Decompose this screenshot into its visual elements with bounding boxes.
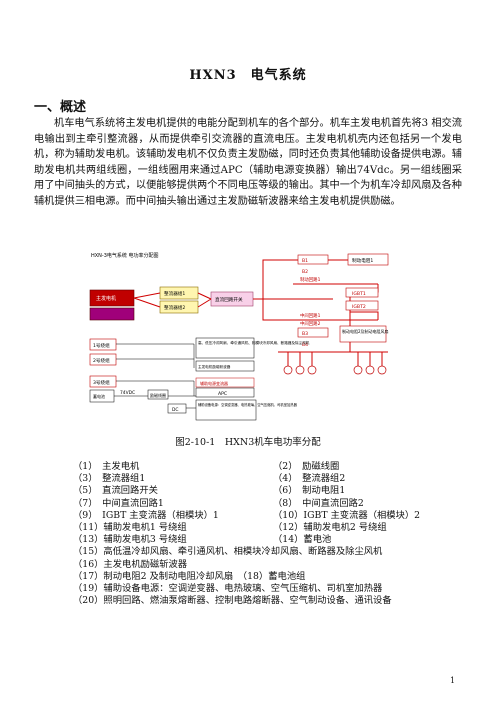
igbt2-box bbox=[345, 300, 379, 311]
list-item: （1） 主发电机（2） 励磁线圈 bbox=[73, 461, 340, 472]
rectifier1-label: 整流器组1 bbox=[164, 290, 185, 297]
aux-converter-label: 辅助电源变流器 bbox=[200, 380, 228, 386]
excite-label: 主发电机励磁斩波器 bbox=[198, 364, 231, 369]
coil3-label: 3号绕组 bbox=[93, 379, 110, 386]
dc-box bbox=[167, 403, 187, 414]
motor-m6 bbox=[377, 365, 387, 375]
section-heading: 一、概述 bbox=[34, 100, 87, 115]
coil3-box bbox=[89, 375, 117, 388]
field-coil-label: 励磁线圈 bbox=[150, 392, 166, 398]
excite-box bbox=[195, 360, 255, 372]
brake-resistor1-label: 制动电阻1 bbox=[352, 257, 373, 264]
aux-converter-box bbox=[195, 377, 255, 388]
figure-caption: 图2-10-1 HXN3机车电功率分配 bbox=[175, 437, 321, 448]
dc-bus2-label: 中间回路2 bbox=[300, 320, 321, 327]
coil2-box bbox=[89, 353, 117, 366]
motor-m4 bbox=[353, 365, 363, 375]
coil2-label: 2号绕组 bbox=[93, 357, 110, 364]
doc-title: HXN3 电气系统 bbox=[189, 68, 307, 83]
rectifier2-label: 整流器组2 bbox=[164, 304, 185, 311]
dc-label: DC bbox=[172, 407, 178, 413]
battery-label: 蓄电池 bbox=[93, 393, 105, 399]
b2-label: B2 bbox=[302, 269, 308, 275]
motor-m5 bbox=[365, 365, 375, 375]
list-item: （5） 直流回路开关（6） 制动电阻1 bbox=[73, 485, 346, 497]
page-number: 1 bbox=[450, 676, 456, 685]
list-item: （3） 整流器组1（4） 整流器组2 bbox=[73, 473, 346, 485]
apc-box bbox=[195, 387, 255, 398]
list-item: （17）制动电阻2 及制动电阻冷却风扇 （18）蓄电池组 bbox=[73, 570, 306, 582]
list-item: （16）主发电机励磁斩波器 bbox=[73, 558, 188, 570]
brake-fan-box bbox=[339, 325, 387, 343]
list-item: （11）辅助发电机1 号绕组（12）辅助发电机2 号绕组 bbox=[73, 522, 387, 534]
igbt2-label: IGBT2 bbox=[352, 304, 366, 310]
list-item: （15）高低温冷却风扇、牵引通风机、相模块冷却风扇、断路器及除尘风机 bbox=[73, 546, 383, 558]
brake-fan-label: 制动电阻2及制动电阻风扇 bbox=[342, 328, 389, 334]
list-item: （9） IGBT 主变流器（相模块）1（10）IGBT 主变流器（相模块）2 bbox=[73, 509, 421, 521]
brake-bus-label: 制动回路1 bbox=[300, 276, 321, 283]
component-list: （1） 主发电机（2） 励磁线圈 （3） 整流器组1（4） 整流器组2 （5） … bbox=[73, 461, 473, 607]
list-item: （7） 中间直流回路1（8） 中间直流回路2 bbox=[73, 497, 364, 509]
b4-label: B4 bbox=[302, 342, 308, 348]
list-item: （13）辅助发电机3 号绕组（14）蓄电池 bbox=[73, 534, 332, 546]
igbt1-label: IGBT1 bbox=[352, 291, 366, 297]
list-item: （20）照明回路、燃油泵熔断器、控制电路熔断器、空气制动设备、通讯设备 bbox=[73, 595, 392, 607]
aux-load-box bbox=[195, 337, 255, 359]
motor-m2 bbox=[295, 365, 305, 375]
small-loads-label: 辅助设备电源：空调逆变器、电热玻璃、空气压缩机、司机室加热器 bbox=[198, 402, 298, 407]
diagram-title: HXN-3电气系统 电功率分配图 bbox=[91, 252, 159, 259]
coil1-label: 1号绕组 bbox=[93, 342, 110, 349]
motor-m3 bbox=[307, 365, 317, 375]
b3-label: B3 bbox=[302, 331, 308, 337]
b1-label: B1 bbox=[302, 258, 308, 264]
field-coil-box bbox=[89, 307, 135, 321]
coil1-box bbox=[89, 338, 117, 351]
power-distribution-diagram: HXN-3电气系统 电功率分配图 主发电机 整流器组1 整流器组2 直流回路开关 bbox=[88, 248, 406, 422]
main-generator-label: 主发电机 bbox=[96, 295, 116, 302]
brake-resistor1-box bbox=[347, 253, 389, 266]
b1-box bbox=[297, 254, 329, 265]
igbt1-box bbox=[345, 287, 379, 298]
dc-bus1-label: 中间回路1 bbox=[300, 312, 321, 319]
v74-label: 74VDC bbox=[120, 390, 135, 396]
b3-box bbox=[297, 327, 329, 338]
dc-switch-label: 直流回路开关 bbox=[215, 296, 243, 303]
overview-paragraph: 机车电气系统将主发电机提供的电能分配到机车的各个部分。机车主发电机首先将3 相交… bbox=[34, 118, 462, 207]
aux-load-label: 高、低压冷却风扇、牵引通风机、相模块冷却风扇、断路器及除尘风机 bbox=[198, 340, 310, 345]
list-item: （19）辅助设备电源：空调逆变器、电热玻璃、空气压缩机、司机室加热器 bbox=[73, 583, 383, 595]
small-loads-box bbox=[195, 399, 257, 421]
motor-m1 bbox=[283, 365, 293, 375]
field-coil-box-2 bbox=[147, 389, 169, 400]
apc-label: APC bbox=[218, 391, 227, 397]
